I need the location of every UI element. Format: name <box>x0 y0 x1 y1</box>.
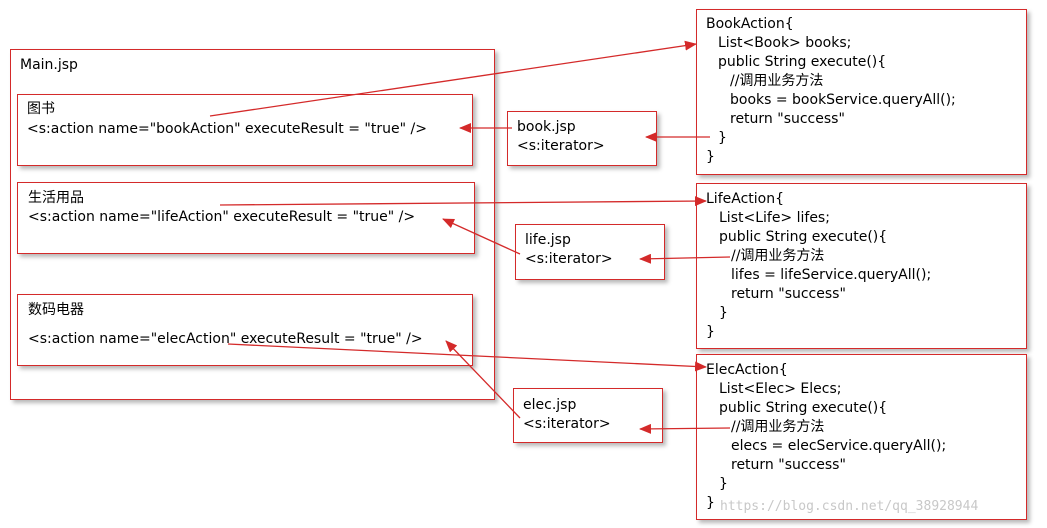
elec-action-line-5: elecs = elecService.queryAll(); <box>731 438 947 454</box>
book-jsp-name: book.jsp <box>517 119 576 135</box>
book-action-line-6: return "success" <box>730 111 845 127</box>
main-jsp-title: Main.jsp <box>20 57 78 73</box>
life-action-line-7: } <box>719 305 728 321</box>
life-action-line-5: lifes = lifeService.queryAll(); <box>731 267 932 283</box>
elec-section-heading: 数码电器 <box>28 302 84 318</box>
elec-action-line-4: //调用业务方法 <box>731 419 825 435</box>
life-jsp-iterator: <s:iterator> <box>525 251 613 267</box>
life-action-line-8: } <box>706 324 715 340</box>
book-jsp-box <box>507 111 657 166</box>
book-action-line-8: } <box>706 149 715 165</box>
book-action-line-3: public String execute(){ <box>718 54 887 70</box>
book-jsp-iterator: <s:iterator> <box>517 138 605 154</box>
life-action-line-3: public String execute(){ <box>719 229 888 245</box>
life-section-heading: 生活用品 <box>28 190 84 206</box>
elec-action-line-6: return "success" <box>731 457 846 473</box>
elec-action-line-3: public String execute(){ <box>719 400 888 416</box>
life-action-line-1: LifeAction{ <box>706 191 784 207</box>
book-action-line-4: //调用业务方法 <box>730 73 824 89</box>
book-action-line-1: BookAction{ <box>706 16 794 32</box>
elec-jsp-name: elec.jsp <box>523 397 577 413</box>
csdn-watermark: https://blog.csdn.net/qq_38928944 <box>720 499 979 514</box>
elec-action-line-8: } <box>706 495 715 511</box>
life-action-line-4: //调用业务方法 <box>731 248 825 264</box>
elec-jsp-iterator: <s:iterator> <box>523 416 611 432</box>
elec-action-line-2: List<Elec> Elecs; <box>719 381 842 397</box>
life-action-tag: <s:action name="lifeAction" executeResul… <box>28 209 416 225</box>
life-action-line-2: List<Life> lifes; <box>719 210 830 226</box>
elec-action-tag: <s:action name="elecAction" executeResul… <box>28 331 423 347</box>
book-action-line-2: List<Book> books; <box>718 35 852 51</box>
elec-action-line-7: } <box>719 476 728 492</box>
book-action-line-7: } <box>718 130 727 146</box>
elec-action-box <box>696 354 1027 520</box>
life-jsp-box <box>515 224 665 280</box>
life-jsp-name: life.jsp <box>525 232 571 248</box>
elec-action-line-1: ElecAction{ <box>706 362 788 378</box>
life-section-box <box>17 182 475 254</box>
book-action-box <box>696 9 1027 175</box>
book-action-tag: <s:action name="bookAction" executeResul… <box>27 121 427 137</box>
book-action-line-5: books = bookService.queryAll(); <box>730 92 956 108</box>
book-section-heading: 图书 <box>27 101 55 117</box>
life-action-box <box>696 183 1027 349</box>
life-action-line-6: return "success" <box>731 286 846 302</box>
